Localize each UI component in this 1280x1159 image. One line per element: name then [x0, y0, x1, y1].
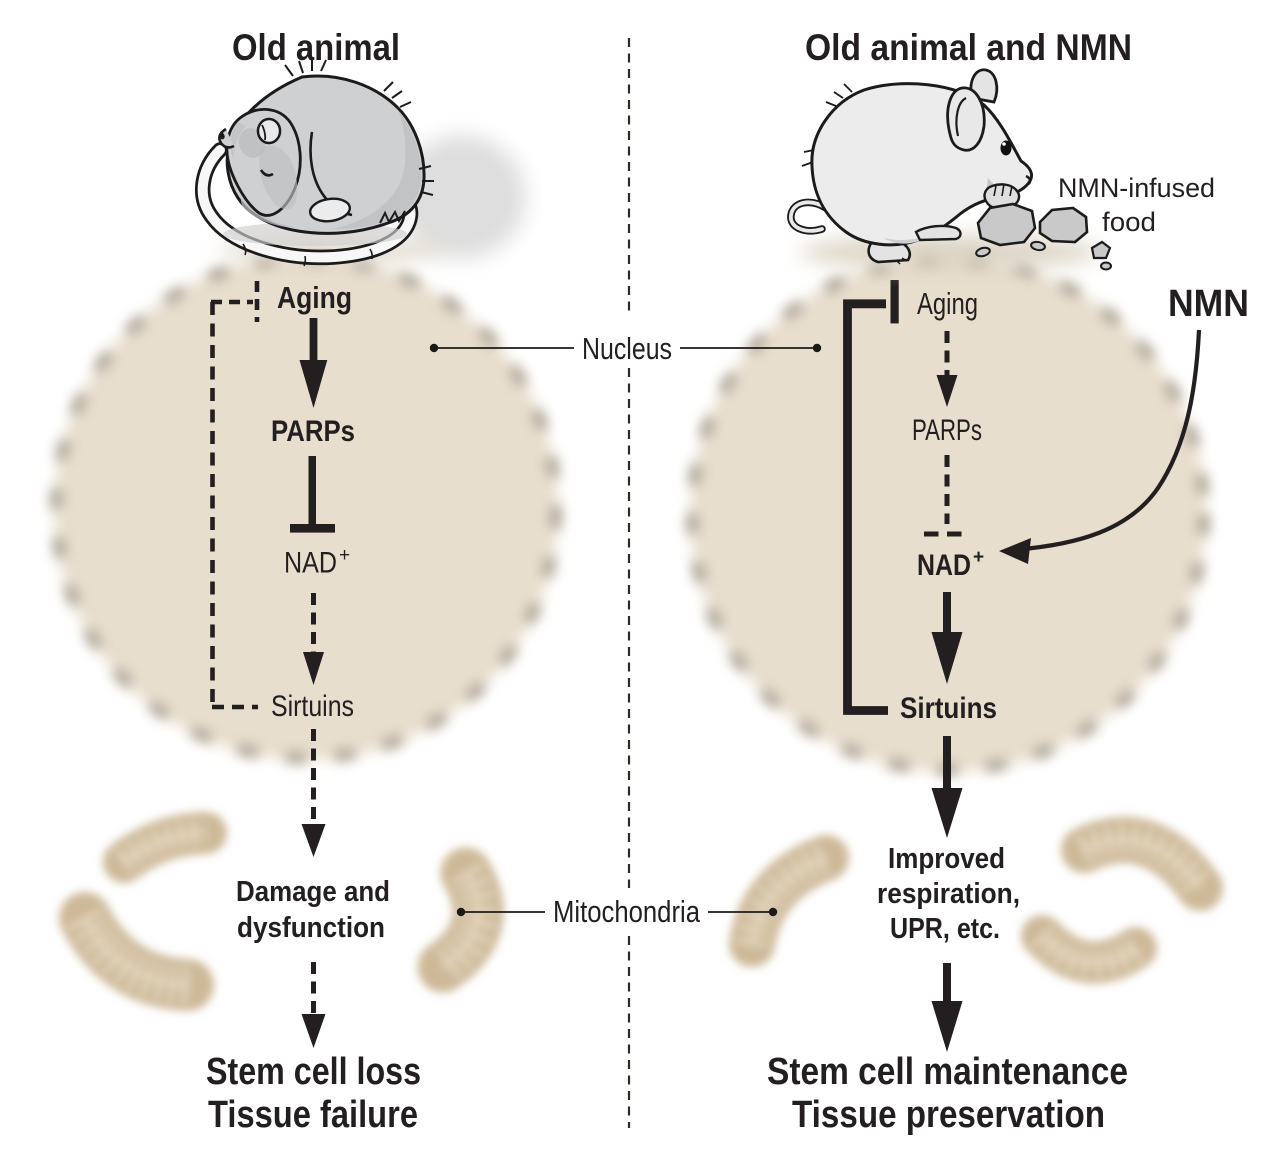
svg-text:UPR, etc.: UPR, etc.: [890, 913, 1000, 945]
svg-text:PARPs: PARPs: [271, 415, 355, 448]
svg-text:NMN: NMN: [1168, 283, 1249, 325]
svg-text:NAD: NAD: [917, 549, 971, 582]
svg-text:Tissue preservation: Tissue preservation: [792, 1094, 1105, 1136]
svg-text:Aging: Aging: [917, 286, 978, 321]
svg-text:Sirtuins: Sirtuins: [900, 692, 997, 725]
svg-text:Mitochondria: Mitochondria: [553, 894, 701, 929]
svg-text:Old animal and NMN: Old animal and NMN: [805, 27, 1132, 68]
svg-text:Nucleus: Nucleus: [582, 331, 672, 366]
svg-text:Stem cell maintenance: Stem cell maintenance: [767, 1051, 1128, 1093]
svg-text:food: food: [1102, 207, 1156, 237]
svg-text:respiration,: respiration,: [877, 878, 1020, 910]
svg-text:NAD: NAD: [284, 547, 337, 580]
svg-text:PARPs: PARPs: [912, 414, 982, 447]
svg-text:Sirtuins: Sirtuins: [271, 690, 354, 723]
svg-text:NMN-infused: NMN-infused: [1058, 173, 1215, 203]
svg-text:Aging: Aging: [277, 280, 352, 315]
svg-text:+: +: [339, 545, 350, 566]
svg-text:+: +: [973, 547, 984, 568]
svg-text:Tissue failure: Tissue failure: [208, 1094, 418, 1136]
svg-text:Improved: Improved: [888, 843, 1005, 875]
svg-text:Stem cell loss: Stem cell loss: [206, 1051, 421, 1093]
svg-text:Damage and: Damage and: [236, 876, 390, 908]
svg-text:Old animal: Old animal: [232, 27, 400, 68]
svg-text:dysfunction: dysfunction: [237, 912, 385, 944]
